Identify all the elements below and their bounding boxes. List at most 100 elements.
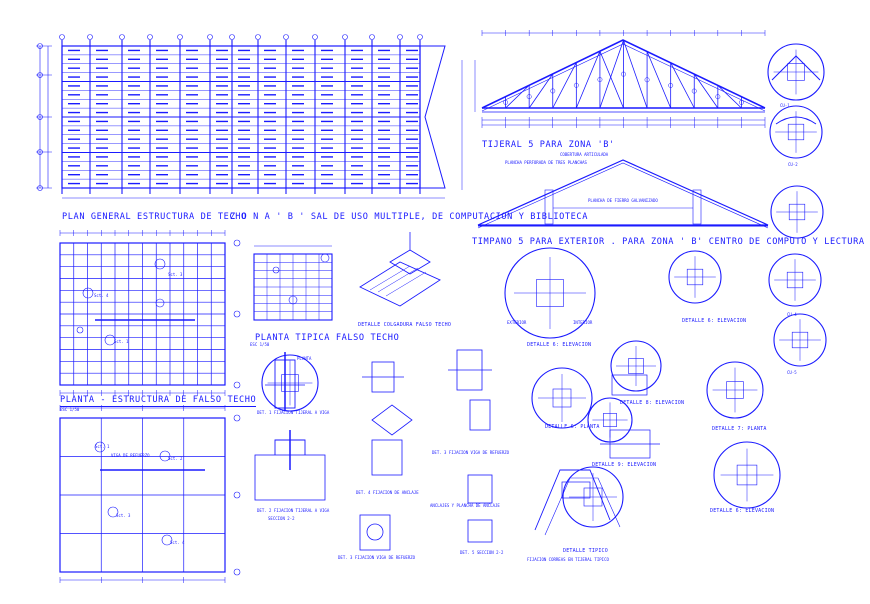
sect-label-3b: Sct. 3 xyxy=(116,513,131,518)
truss-web-diagonal xyxy=(693,73,719,109)
detail-8-circle xyxy=(610,340,662,392)
truss-web-diagonal xyxy=(599,40,624,109)
cu3-circle xyxy=(770,185,824,239)
axis-bubble xyxy=(233,491,241,499)
axis-bubble xyxy=(233,239,241,247)
hanger-circle xyxy=(155,298,165,308)
detail-6-elev-circle xyxy=(504,247,596,339)
plancha-note: PLANCHA PERFORADA DE TRES PLANCHAS xyxy=(505,160,587,165)
grid-bubble xyxy=(369,34,375,40)
cu4-circle-plate xyxy=(786,271,804,289)
d8-plate xyxy=(611,374,648,396)
fierro-note: PLANCHA DE FIERRO GALVANIZADO xyxy=(588,198,658,203)
det-2-label: DET. 2 FIJACION TIJERAL A VIGA xyxy=(257,508,330,513)
grid-bubble xyxy=(312,34,318,40)
detalle-tipico-circle xyxy=(562,466,624,528)
hanger-circle xyxy=(82,287,94,299)
plan-general-title: PLAN GENERAL ESTRUCTURA DE TECHO xyxy=(62,212,247,222)
timpano-title: TIMPANO 5 PARA EXTERIOR . PARA ZONA ' B'… xyxy=(472,237,865,247)
iso-panel xyxy=(359,261,441,307)
sect-label-1: Sct. 1 xyxy=(114,339,129,344)
grid-bubble xyxy=(119,34,125,40)
detail-9-circle xyxy=(587,397,633,443)
tijeral-title: TIJERAL 5 PARA ZONA 'B' xyxy=(482,140,615,150)
scale-label-typical: ESC 1/50 xyxy=(250,342,270,347)
gable-post xyxy=(544,189,554,225)
typical-ceiling-plan xyxy=(253,245,333,321)
gable-outline xyxy=(477,159,769,226)
det-1-circle-plate xyxy=(281,374,299,392)
det-1-label: DET. 1 FIJACION TIJERAL A VIGA xyxy=(257,410,330,415)
fijacion-correas-label: FIJACION CORREAS EN TIJERAL TIPICO xyxy=(527,557,609,562)
detail-6-elevation-label: DETALLE 6: ELEVACION xyxy=(527,342,592,348)
interior-note: INTERIOR xyxy=(573,320,593,325)
iso-panel-lines xyxy=(369,265,427,297)
truss-web-diagonal xyxy=(717,85,742,109)
iso-hanger xyxy=(389,249,431,275)
sect-label-3: Sct. 3 xyxy=(168,272,183,277)
sect-label-4b: Sct. 4 xyxy=(170,540,185,545)
cu5-label: CU-5 xyxy=(787,370,797,375)
truss-web-diagonal xyxy=(505,84,530,109)
gable-post xyxy=(692,189,702,225)
viga-note: VIGA DE REFUERZO xyxy=(111,453,150,458)
det-5-label: DET. 5 SECCION 2-2 xyxy=(460,550,504,555)
cu1-peak xyxy=(771,55,821,81)
grid-bubble xyxy=(147,34,153,40)
det-3b-label: DET. 3 FIJACION VIGA DE REFUERZO xyxy=(338,555,416,560)
hanger-circle xyxy=(154,258,166,270)
det-sect xyxy=(469,399,491,431)
ceiling-plan-top xyxy=(59,230,241,396)
cu5-circle-plate xyxy=(791,331,809,349)
detail-planta-label: DETALLE 6: PLANTA xyxy=(545,424,600,430)
detail-circles xyxy=(261,43,827,528)
det3b-bolt xyxy=(366,523,384,541)
planta-estructura-title: PLANTA - ESTRUCTURA DE FALSO TECHO xyxy=(60,395,257,407)
cu4-circle xyxy=(768,253,822,307)
detail-8-elevation-label: DETALLE 8: ELEVACION xyxy=(620,400,685,406)
cu2-circle-plate xyxy=(787,123,805,141)
gable-elevation xyxy=(477,159,769,229)
axis-bubble xyxy=(233,568,241,576)
truss-gusset xyxy=(621,71,626,77)
truss-web-diagonal xyxy=(670,62,695,109)
truss-web-diagonal xyxy=(575,50,601,109)
detail-9-elevation-label: DETALLE 9: ELEVACION xyxy=(592,462,657,468)
roof-hip-end xyxy=(420,45,446,189)
detail-6-circle-plate xyxy=(686,268,704,286)
grid-bubble xyxy=(229,34,235,40)
cu2-circle xyxy=(769,105,823,159)
detail-6-bottom-circle-plate xyxy=(736,464,758,486)
detail-6-elev-circle-plate xyxy=(536,279,564,307)
cu1-circle-plate xyxy=(787,63,805,81)
planta-label: PLANTA xyxy=(297,356,312,361)
truss-gusset xyxy=(691,88,697,94)
correa-inner xyxy=(544,477,621,536)
axis-bubble xyxy=(233,381,241,389)
zona-b-title: Z O N A ' B ' SAL DE USO MULTIPLE, DE CO… xyxy=(230,212,588,222)
cu4-label: CU-4 xyxy=(787,312,797,317)
truss-web-diagonal xyxy=(623,40,648,109)
grid-bubble xyxy=(320,253,330,263)
hanger-circle xyxy=(161,534,173,546)
grid-bubble xyxy=(207,34,213,40)
cu5-circle xyxy=(773,313,827,367)
plan-general-roof-grid xyxy=(36,34,463,199)
det-4-label: DET. 4 FIJACION DE ANCLAJE xyxy=(356,490,419,495)
detail-planta-circle-plate xyxy=(552,388,572,408)
truss-gusset xyxy=(503,99,509,105)
seccion-label: SECCION 2-2 xyxy=(268,516,295,521)
cu3-circle-plate xyxy=(788,203,806,221)
gable-inner xyxy=(477,162,769,229)
detalle-tipico-circle-plate xyxy=(583,487,603,507)
cu2-arc xyxy=(775,116,817,125)
grid-bubble xyxy=(397,34,403,40)
sect-label-4: Sct. 4 xyxy=(94,293,109,298)
ceiling-plan-bottom xyxy=(59,405,241,583)
cu1-label: CU-1 xyxy=(780,103,790,108)
axis-bubble xyxy=(233,414,241,422)
cobertura-note: COBERTURA ARTICULADA xyxy=(560,152,609,157)
detail-colgadura-label: DETALLE COLGADURA FALSO TECHO xyxy=(358,322,452,328)
detail-7-circle xyxy=(706,361,764,419)
detail-planta-circle xyxy=(531,367,593,429)
